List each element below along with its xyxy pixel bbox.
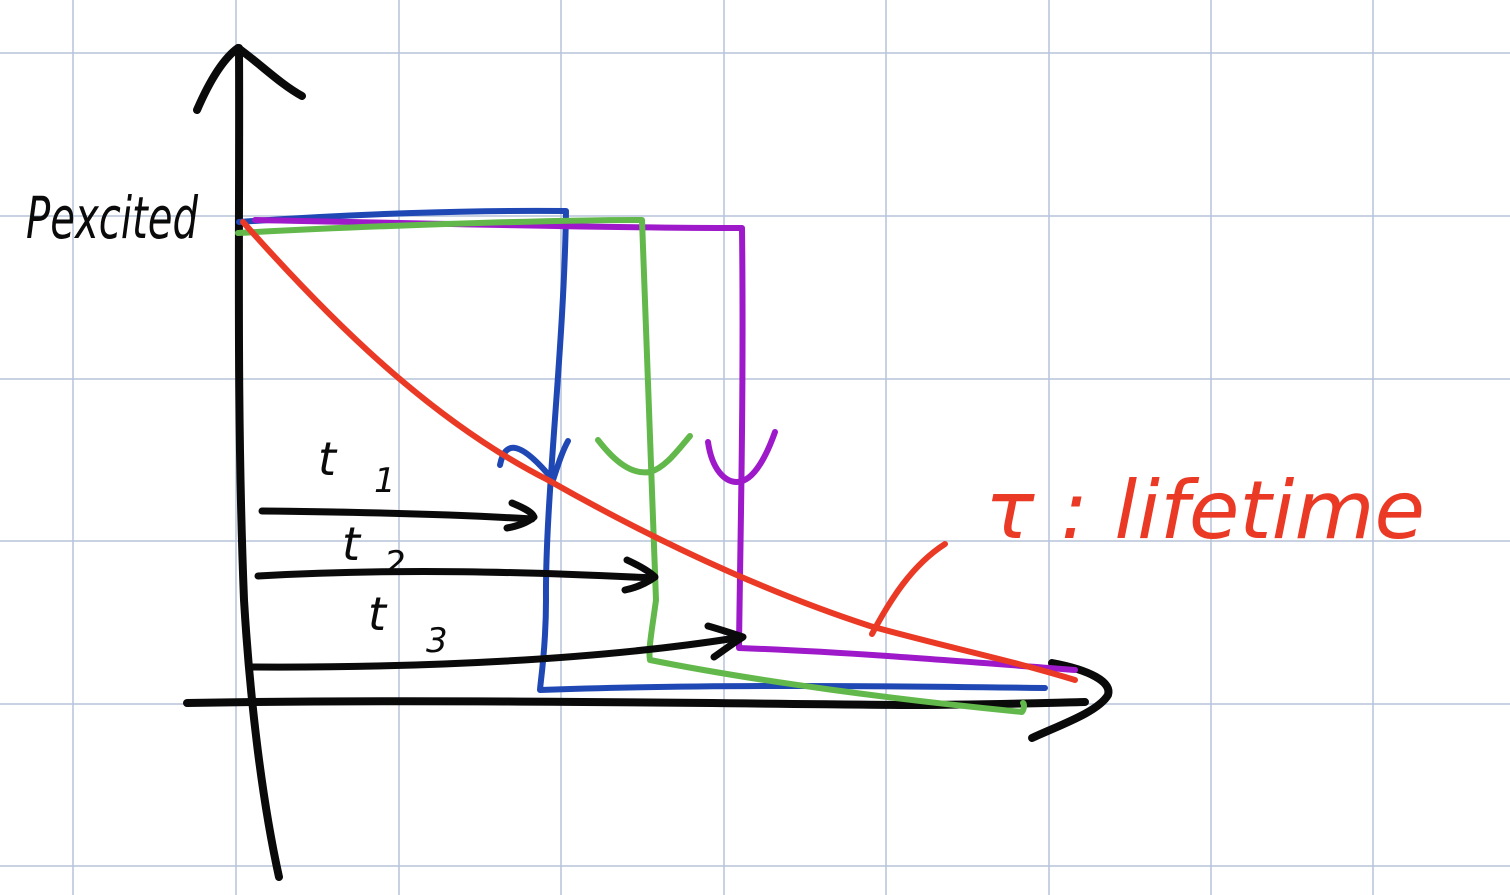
t1-arrowhead-icon — [503, 499, 538, 532]
red-decay-curve — [240, 219, 1078, 683]
y-axis-label: Pexcited — [26, 184, 199, 252]
t3-label: t — [368, 587, 388, 641]
step-curve-t2 — [235, 217, 1027, 715]
time-labels: t 1 t 2 t 3 — [318, 432, 448, 661]
t3-subscript: 3 — [426, 621, 448, 661]
t2-subscript: 2 — [384, 544, 406, 584]
t1-label: t — [318, 432, 338, 486]
t1-subscript: 1 — [374, 461, 396, 501]
y-axis-line — [234, 44, 283, 881]
time-arrows — [246, 499, 747, 671]
t3-arrowhead-icon — [704, 622, 747, 661]
axes — [183, 44, 1113, 881]
tau-pointer-line — [869, 541, 948, 637]
t2-arrow-line — [254, 568, 657, 582]
t2-label: t — [342, 517, 362, 571]
x-axis-line — [183, 697, 1089, 709]
t2-arrowhead-icon — [621, 556, 659, 594]
tau-lifetime-label: τ : lifetime — [985, 464, 1425, 557]
green-down-arrow-icon — [595, 433, 693, 476]
purple-down-arrow-icon — [705, 429, 778, 485]
green-step-line — [235, 217, 1027, 715]
x-axis-arrowhead-icon — [1028, 659, 1113, 742]
blue-step-line — [236, 207, 1048, 693]
t3-arrow-line — [246, 633, 746, 671]
y-axis-arrowhead-icon — [193, 44, 306, 114]
t1-arrow-line — [258, 507, 536, 523]
